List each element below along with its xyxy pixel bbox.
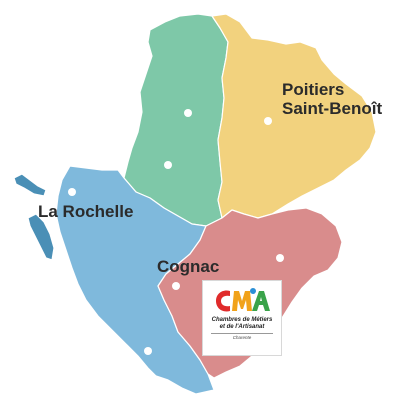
- logo-line-2: et de l'Artisanat: [219, 324, 265, 330]
- logo-department: Charente: [232, 335, 252, 340]
- logo-line-1: Chambres de Métiers: [211, 317, 273, 323]
- label-la-rochelle: La Rochelle: [38, 202, 134, 221]
- cma-logo-mark-icon: [216, 288, 270, 312]
- label-poitiers-line2: Saint-Benoît: [282, 99, 383, 119]
- label-poitiers-saint-benoit: Poitiers Saint-Benoît: [282, 80, 382, 118]
- city-dot-west-1: [144, 347, 152, 355]
- city-dot-north-1: [184, 109, 192, 117]
- city-dot-south-1: [276, 254, 284, 262]
- region-east[interactable]: [211, 13, 377, 219]
- cma-logo: Chambres de Métiers et de l'Artisanat Ch…: [202, 280, 282, 356]
- city-dot-poitiers: [264, 117, 272, 125]
- city-dot-la-rochelle: [68, 188, 76, 196]
- label-poitiers-line1: Poitiers: [282, 80, 345, 99]
- logo-divider: [211, 333, 273, 334]
- island-re: [13, 173, 47, 197]
- city-dot-cognac: [172, 282, 180, 290]
- city-dot-north-2: [164, 161, 172, 169]
- label-cognac: Cognac: [157, 257, 220, 276]
- island-oleron: [27, 213, 55, 261]
